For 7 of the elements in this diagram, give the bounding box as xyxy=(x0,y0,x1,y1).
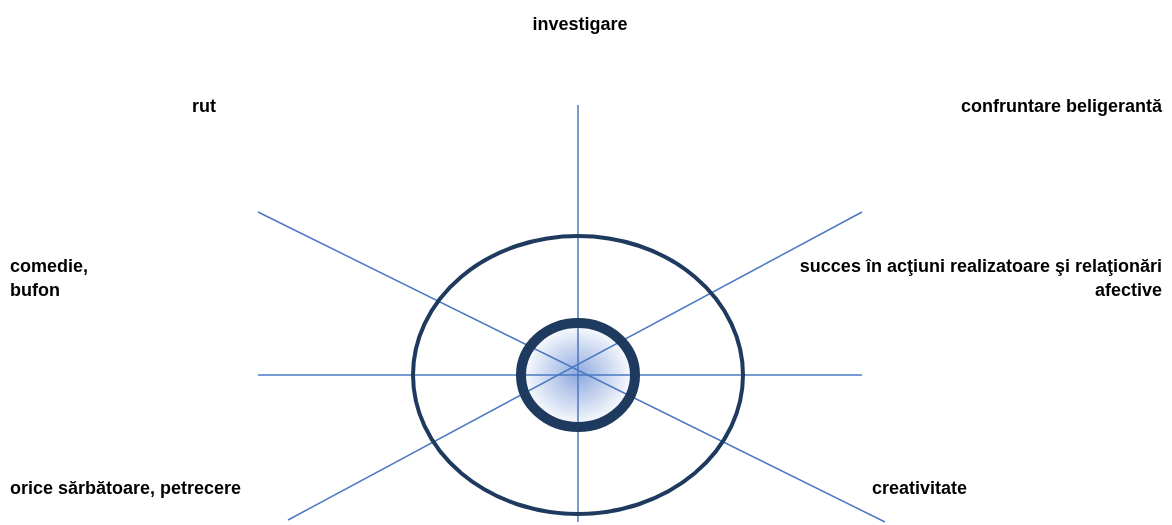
label-text: succes în acţiuni realizatoare şi relaţionări afective xyxy=(798,255,1162,302)
label-text: confruntare beligerantă xyxy=(959,95,1162,118)
label-text: comedie, bufon xyxy=(10,255,90,302)
label-text: creativitate xyxy=(872,477,969,500)
label-text: rut xyxy=(192,95,217,118)
label-text: investigare xyxy=(531,13,629,36)
label-text: orice sărbătoare, petrecere xyxy=(10,477,243,500)
